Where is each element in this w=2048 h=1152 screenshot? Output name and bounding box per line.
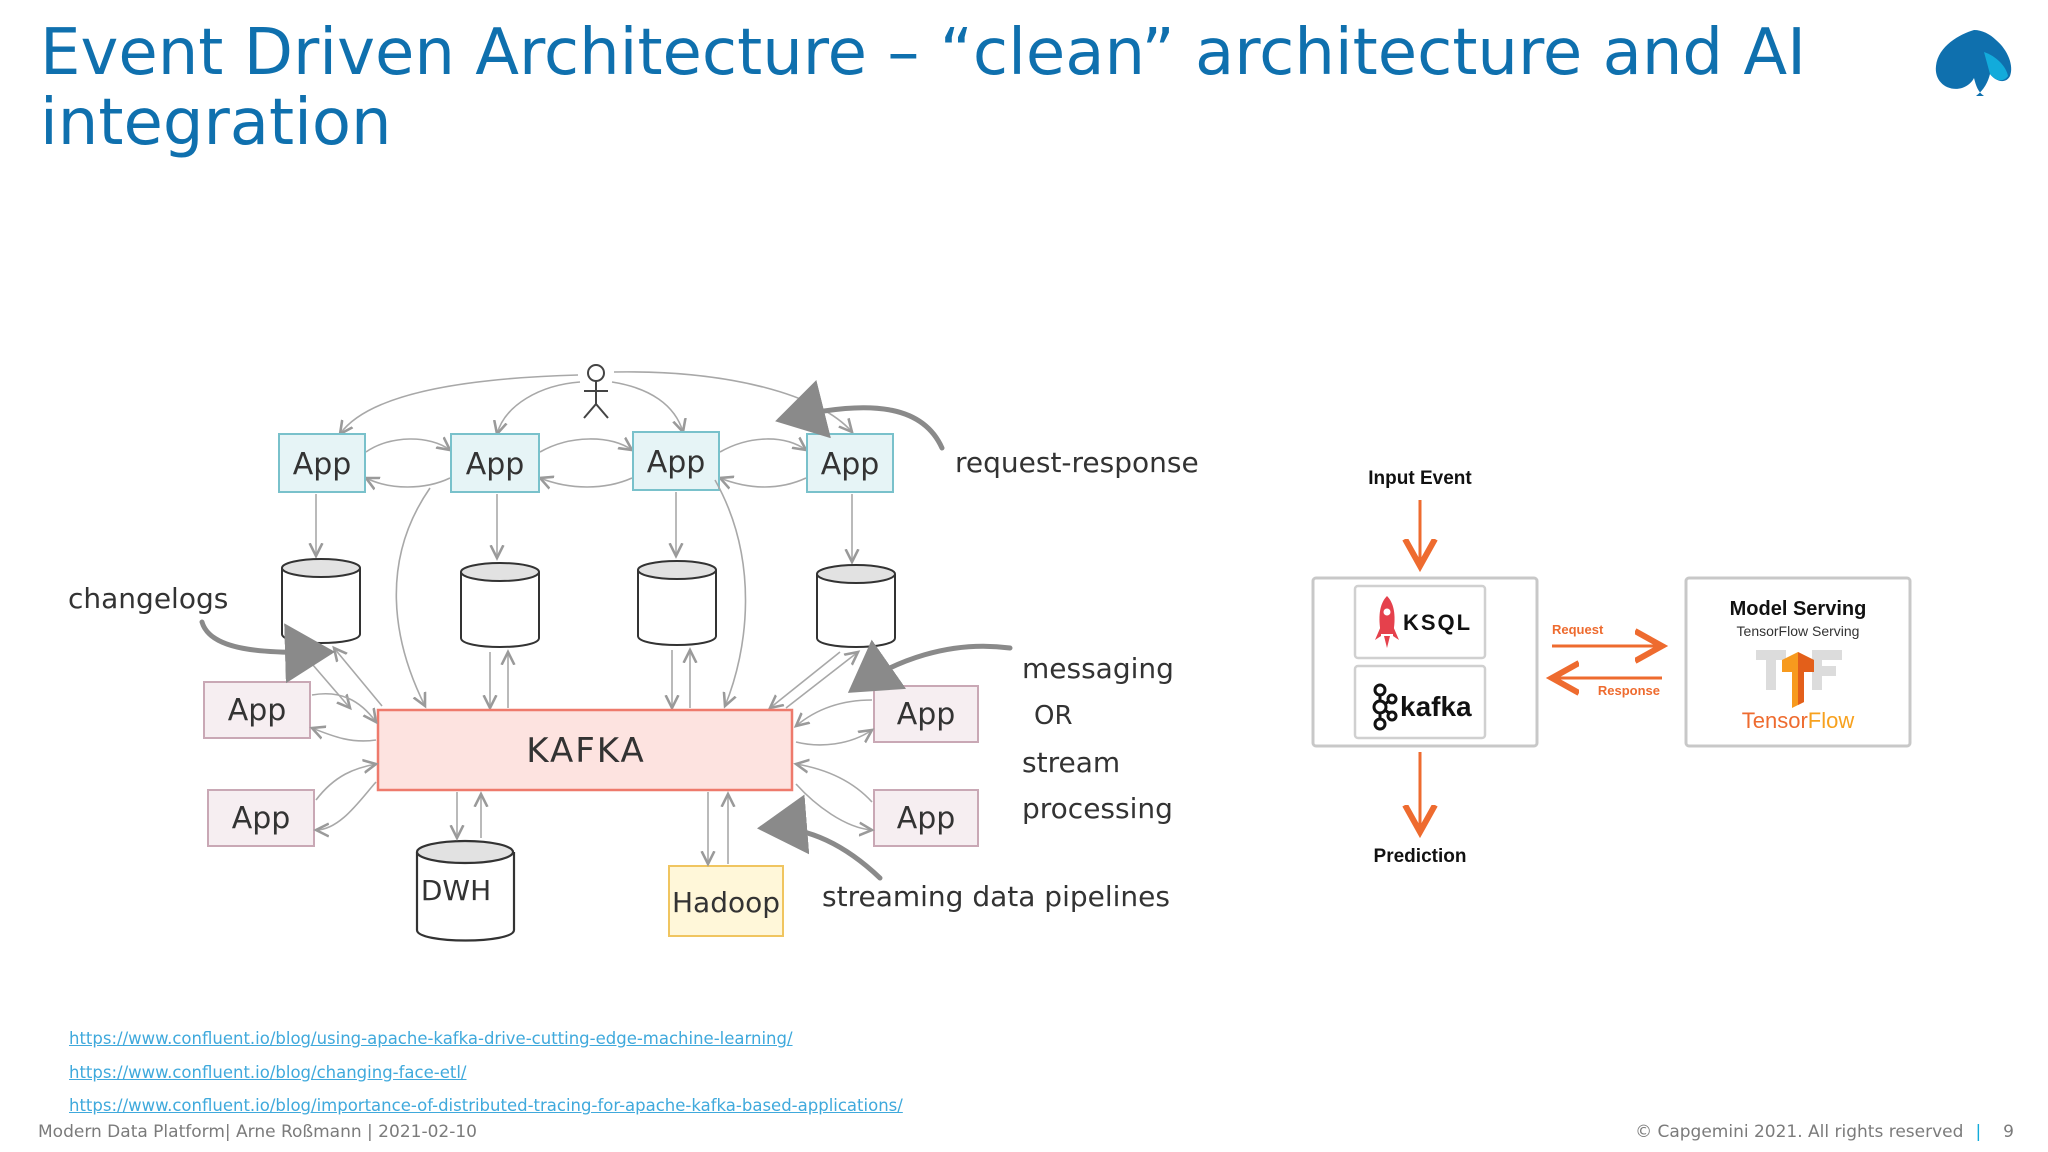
- request-label: Request: [1552, 622, 1604, 637]
- svg-text:App: App: [897, 801, 956, 836]
- prediction-label: Prediction: [1374, 846, 1467, 867]
- copyright: © Capgemini 2021. All rights reserved: [1635, 1122, 1964, 1142]
- note-stream: stream: [1022, 746, 1120, 779]
- svg-text:App: App: [647, 445, 706, 480]
- svg-text:KSQL: KSQL: [1403, 610, 1472, 635]
- model-serving-box: Model Serving TensorFlow Serving TensorF…: [1684, 576, 1912, 748]
- note-messaging: messaging: [1022, 652, 1174, 685]
- footer-left: Modern Data Platform| Arne Roßmann | 202…: [38, 1122, 477, 1142]
- svg-text:DWH: DWH: [421, 874, 491, 907]
- link-tracing-blog[interactable]: https://www.confluent.io/blog/importance…: [69, 1096, 903, 1115]
- top-app-2: App: [450, 433, 540, 493]
- left-app-1: App: [203, 681, 311, 739]
- svg-text:Model Serving: Model Serving: [1730, 598, 1867, 620]
- svg-text:KAFKA: KAFKA: [526, 731, 645, 771]
- top-app-1: App: [278, 433, 366, 493]
- svg-text:App: App: [232, 801, 291, 836]
- kafka-cluster-box: KAFKA: [376, 708, 794, 792]
- input-event-label: Input Event: [1368, 468, 1472, 489]
- link-etl-blog[interactable]: https://www.confluent.io/blog/changing-f…: [69, 1062, 467, 1082]
- ksql-box: KSQL: [1353, 584, 1487, 660]
- svg-text:kafka: kafka: [1400, 691, 1472, 722]
- kafka-logo-icon: [1372, 683, 1398, 731]
- svg-text:App: App: [821, 447, 880, 482]
- tensorflow-wordmark: TensorFlow: [1742, 708, 1855, 733]
- note-changelogs: changelogs: [68, 582, 228, 615]
- left-app-2: App: [207, 789, 315, 847]
- hadoop-store: Hadoop: [668, 865, 784, 937]
- response-label: Response: [1598, 683, 1660, 698]
- page-number: 9: [2003, 1122, 2014, 1142]
- svg-text:App: App: [466, 447, 525, 482]
- link-ml-blog[interactable]: https://www.confluent.io/blog/using-apac…: [69, 1029, 793, 1048]
- user-figure-icon: [583, 364, 609, 419]
- note-pipelines: streaming data pipelines: [822, 880, 1170, 913]
- note-or: OR: [1034, 701, 1073, 731]
- dwh-store: [415, 839, 516, 942]
- svg-text:App: App: [293, 447, 352, 482]
- svg-text:TensorFlow Serving: TensorFlow Serving: [1737, 623, 1860, 639]
- rocket-icon: [1375, 596, 1399, 648]
- note-processing: processing: [1022, 792, 1173, 825]
- right-app-2: App: [873, 789, 979, 847]
- top-app-4: App: [806, 433, 894, 493]
- svg-text:App: App: [228, 693, 287, 728]
- kafka-box: kafka: [1353, 664, 1487, 740]
- footer-right: © Capgemini 2021. All rights reserved | 9: [1635, 1122, 2014, 1142]
- top-app-3: App: [632, 431, 720, 491]
- right-app-1: App: [873, 685, 979, 743]
- svg-text:Hadoop: Hadoop: [672, 886, 780, 919]
- note-request-response: request-response: [955, 446, 1199, 479]
- reference-links: https://www.confluent.io/blog/using-apac…: [69, 1028, 903, 1129]
- svg-text:App: App: [897, 697, 956, 732]
- footer-separator: |: [1975, 1122, 1982, 1142]
- tensorflow-logo-icon: [1756, 650, 1842, 708]
- page-title: Event Driven Architecture – “clean” arch…: [40, 16, 1806, 160]
- app-store-cylinders: [281, 558, 896, 648]
- capgemini-spade-logo-icon: [1935, 30, 2012, 96]
